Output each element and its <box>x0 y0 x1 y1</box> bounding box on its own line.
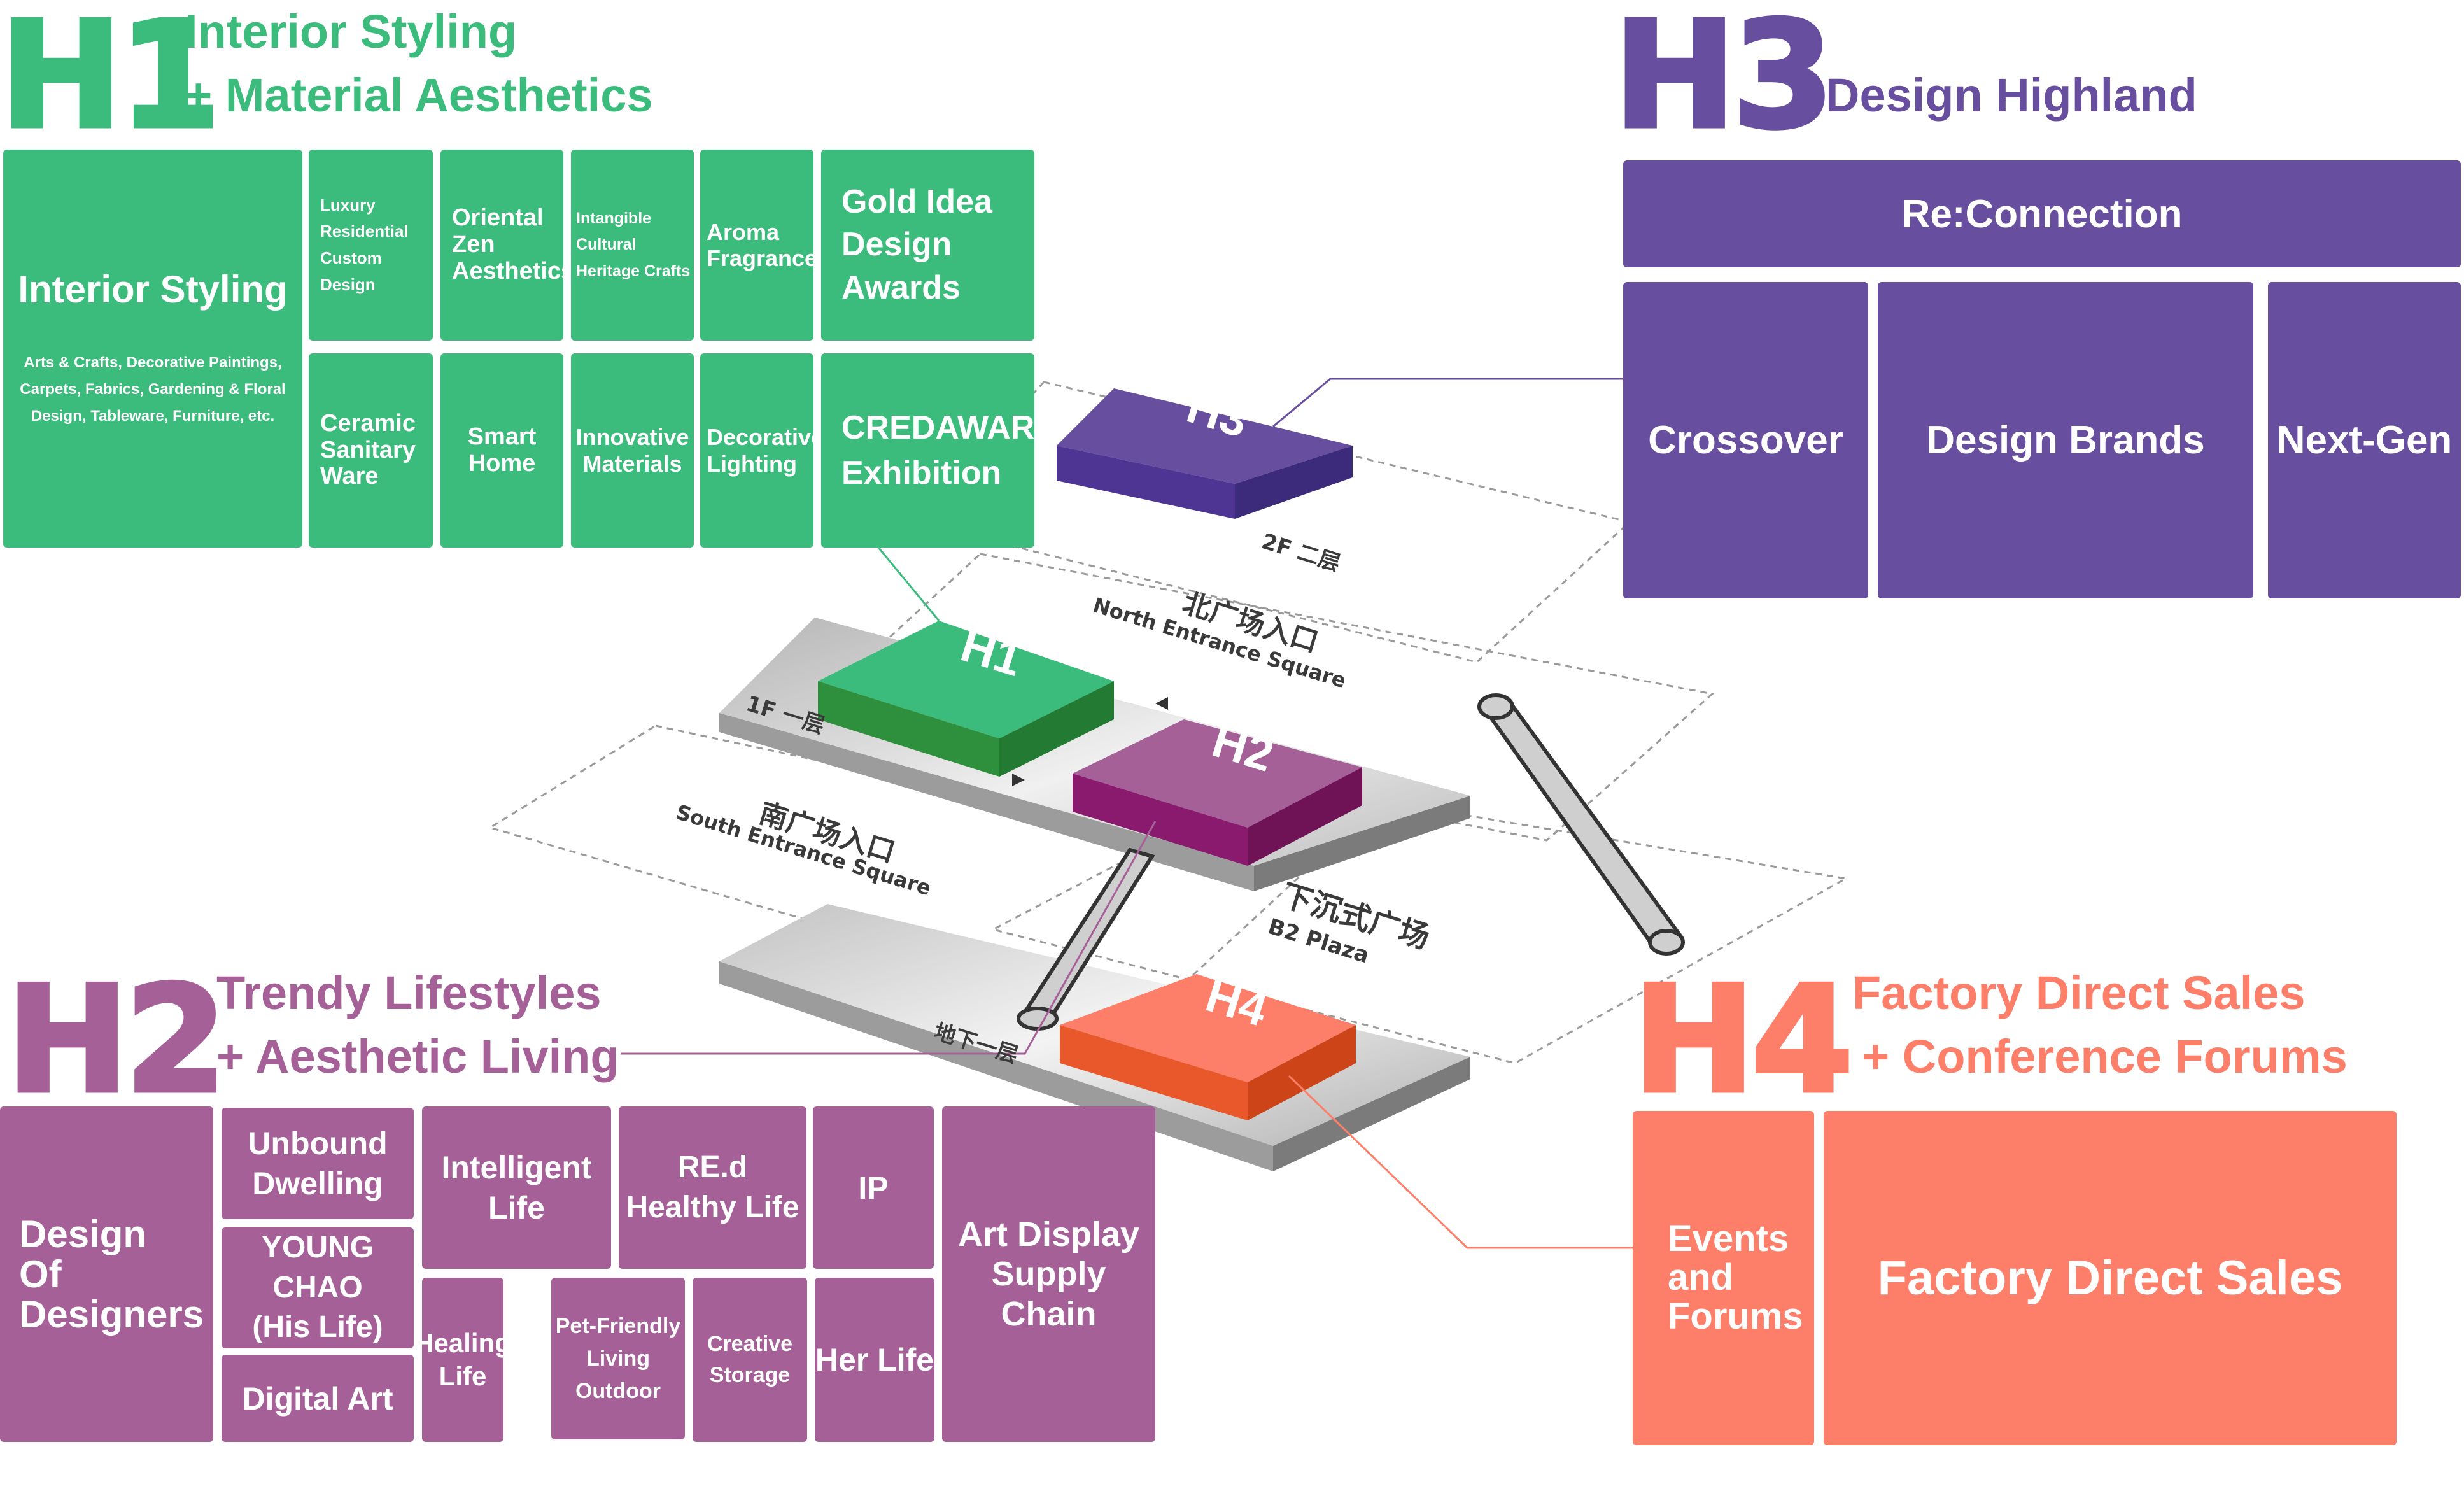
h2-tile-design-of-designers: Design Of Designers <box>0 1106 213 1442</box>
h4-title-line-1: Factory Direct Sales <box>1852 966 2306 1019</box>
h3-title: Design Highland <box>1826 69 2197 122</box>
h1-tile-ceramic-sanitary: Ceramic Sanitary Ware <box>309 353 433 548</box>
h1-tile-oriental-zen: Oriental Zen Aesthetics <box>440 150 574 341</box>
h2-tile-young-chao: YOUNG CHAO (His Life) <box>222 1227 414 1348</box>
h3-tile-design-brands: Design Brands <box>1878 282 2253 598</box>
h2-tile-art-display-supply-chain: Art Display Supply Chain <box>942 1106 1155 1442</box>
h3-tile-reconnection: Re:Connection <box>1623 160 2461 267</box>
h1-tile-credaward: CREDAWARD Exhibition <box>821 353 1059 548</box>
h1-tile-innovative-materials: Innovative Materials <box>571 353 694 548</box>
h3-code: H3 <box>1612 0 1837 161</box>
leader-h4 <box>1288 1075 1633 1249</box>
direction-arrow <box>1012 774 1025 786</box>
leader-lines <box>621 378 1633 1249</box>
h2-tile-ip: IP <box>813 1106 934 1269</box>
h2-code: H2 <box>4 956 230 1126</box>
h3-tile-crossover: Crossover <box>1623 282 1868 598</box>
h1-main-title: Interior Styling <box>18 268 288 311</box>
h1-tile-intangible-heritage: Intangible Cultural Heritage Crafts <box>571 150 694 341</box>
floor-label-2f: 2F 二层 <box>1258 528 1343 576</box>
h3-tile-next-gen: Next-Gen <box>2268 282 2461 598</box>
h1-tile-gold-idea-awards: Gold Idea Design Awards <box>821 150 1034 341</box>
leader-h1 <box>877 547 940 621</box>
h2-tile-creative-storage: Creative Storage <box>693 1278 807 1442</box>
h1-main-subtitle: Arts & Crafts, Decorative Paintings, Car… <box>20 354 286 425</box>
direction-arrow <box>1155 697 1168 710</box>
h2-tile-pet-friendly: Pet-Friendly Living Outdoor <box>551 1278 685 1439</box>
block-h2 <box>1073 719 1362 866</box>
h2-tile-healing-life: Healing Life <box>414 1278 511 1442</box>
h1-title-line-1: Interior Styling <box>185 5 517 58</box>
block-h1 <box>818 621 1114 777</box>
h2-title-line-2: + Aesthetic Living <box>216 1030 619 1083</box>
h2-tile-digital-art: Digital Art <box>222 1355 414 1442</box>
h4-tile-factory-direct-sales: Factory Direct Sales <box>1824 1111 2397 1445</box>
h2-tile-her-life: Her Life <box>815 1278 934 1442</box>
escalator-right <box>1477 693 1685 956</box>
h2-tile-unbound-dwelling: Unbound Dwelling <box>222 1108 414 1219</box>
h1-tile-aroma-fragrance: Aroma Fragrance <box>700 150 817 341</box>
leader-h2 <box>621 821 1157 1055</box>
block-h4 <box>1060 974 1356 1120</box>
h1-tile-smart-home: Smart Home <box>440 353 563 548</box>
h2-tile-red-healthy-life: RE.d Healthy Life <box>619 1106 806 1269</box>
h1-tile-luxury-residential: Luxury Residential Custom Design <box>309 150 433 341</box>
h2-title-line-1: Trendy Lifestyles <box>216 966 602 1019</box>
h1-tile-decorative-lighting: Decorative Lighting <box>700 353 824 548</box>
h1-code: H1 <box>0 0 223 161</box>
h2-tile-intelligent-life: Intelligent Life <box>422 1106 611 1269</box>
h1-tile-interior-styling: Interior Styling Arts & Crafts, Decorati… <box>3 150 302 548</box>
h4-tile-events-forums: Events and Forums <box>1633 1111 1814 1445</box>
h1-title-line-2: + Material Aesthetics <box>185 69 653 122</box>
h4-title-line-2: + Conference Forums <box>1862 1030 2348 1083</box>
leader-h3 <box>1272 378 1623 428</box>
h4-code: H4 <box>1631 956 1856 1126</box>
block-h3 <box>1057 388 1353 519</box>
